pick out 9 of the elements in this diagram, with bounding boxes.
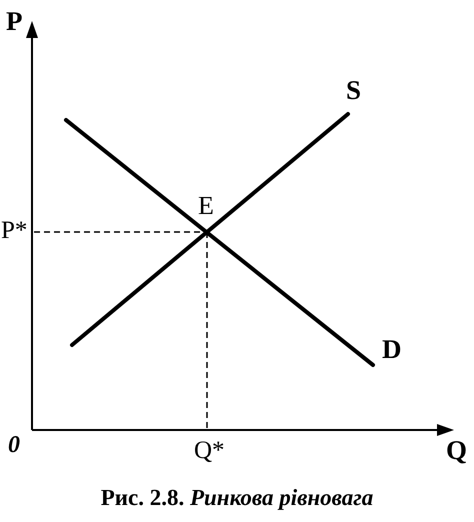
curve-label: D: [382, 336, 402, 363]
axis-label: P: [6, 8, 22, 35]
tick-label: P*: [1, 218, 28, 243]
curve-label: S: [346, 77, 362, 104]
tick-label: Q*: [194, 438, 225, 463]
axis-label: Q: [446, 437, 468, 464]
origin-label: 0: [8, 433, 20, 457]
point-label: E: [198, 193, 214, 219]
figure-caption: Рис. 2.8. Ринкова рівновага: [100, 485, 374, 510]
